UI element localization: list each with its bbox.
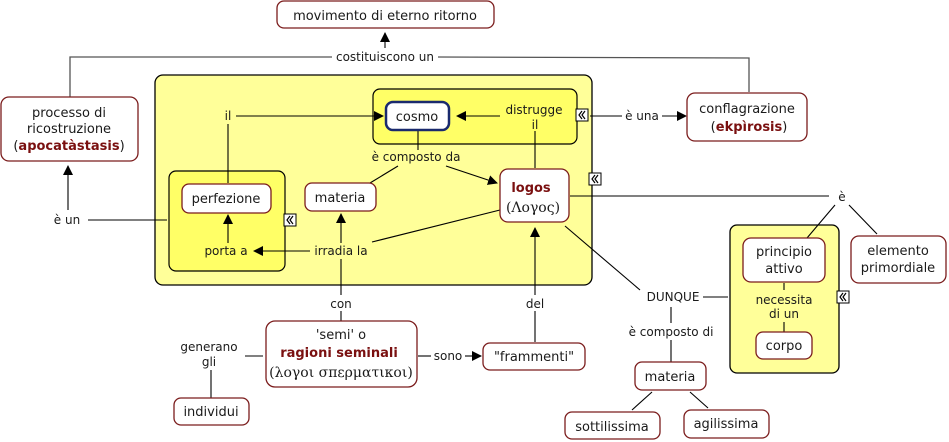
- label-con: con: [330, 297, 352, 311]
- node-movimento[interactable]: movimento di eterno ritorno: [276, 0, 495, 29]
- link-logos-dunque: [564, 225, 641, 291]
- expand-collapse-icon[interactable]: [575, 108, 589, 122]
- node-semi-greek: (λογοι σπερματικοι): [269, 365, 413, 381]
- node-materia-bottom-label: materia: [645, 370, 696, 385]
- node-conflagrazione-line2: (ekpìrosis): [711, 120, 788, 135]
- label-necessita: necessita: [756, 293, 813, 307]
- label-distrugge: distrugge: [505, 103, 562, 117]
- label-generano: generano: [180, 340, 237, 354]
- node-frammenti[interactable]: "frammenti": [482, 342, 586, 371]
- node-agilissima-label: agilissima: [694, 417, 759, 432]
- link-e-elemento: [848, 204, 878, 235]
- node-principio[interactable]: principio attivo: [742, 237, 826, 283]
- label-di-un: di un: [769, 307, 799, 321]
- label-e-un: è un: [54, 213, 80, 227]
- link-e-principio: [806, 204, 836, 239]
- link-composto-materia: [369, 165, 399, 184]
- label-e: è: [838, 190, 845, 204]
- node-principio-line1: principio: [756, 245, 812, 260]
- node-semi-emph: ragioni seminali: [280, 346, 398, 361]
- node-materia-top[interactable]: materia: [304, 182, 377, 212]
- node-individui-label: individui: [183, 405, 238, 420]
- link-logos-irradia: [371, 209, 501, 243]
- node-conflagrazione-line1: conflagrazione: [699, 102, 795, 117]
- node-materia-bottom[interactable]: materia: [634, 361, 707, 391]
- node-corpo[interactable]: corpo: [755, 331, 813, 360]
- node-logos-greek: (Λογος): [506, 200, 560, 216]
- link-composto-logos: [445, 165, 498, 185]
- node-elemento-line1: elemento: [867, 244, 929, 259]
- node-processo-line2: ricostruzione: [27, 122, 111, 137]
- node-movimento-label: movimento di eterno ritorno: [293, 9, 477, 24]
- node-processo[interactable]: processo di ricostruzione (apocatàstasis…: [0, 96, 139, 162]
- node-perfezione-label: perfezione: [192, 192, 261, 207]
- node-semi-line1: 'semi' o: [316, 328, 366, 343]
- label-costituiscono-un: costituiscono un: [336, 50, 434, 64]
- node-frammenti-label: "frammenti": [494, 350, 574, 365]
- expand-collapse-icon[interactable]: [836, 290, 850, 304]
- label-dunque: DUNQUE: [647, 290, 700, 304]
- node-cosmo[interactable]: cosmo: [384, 100, 451, 132]
- node-sottilissima-label: sottilissima: [575, 420, 649, 435]
- node-sottilissima[interactable]: sottilissima: [564, 411, 661, 440]
- link-processo-costituiscono: [69, 56, 332, 97]
- node-logos[interactable]: logos (Λογος): [499, 168, 570, 223]
- link-materia-sottilissima: [631, 391, 653, 411]
- node-principio-line2: attivo: [765, 262, 802, 277]
- expand-collapse-icon[interactable]: [588, 172, 602, 186]
- label-distrugge-il: il: [532, 118, 539, 132]
- node-semi[interactable]: 'semi' o ragioni seminali (λογοι σπερματ…: [265, 320, 418, 388]
- link-conflagrazione-costituiscono: [436, 56, 750, 92]
- label-porta-a: porta a: [204, 244, 247, 258]
- expand-collapse-icon[interactable]: [283, 213, 297, 227]
- node-individui[interactable]: individui: [173, 397, 250, 426]
- node-processo-line1: processo di: [32, 106, 106, 121]
- node-elemento[interactable]: elemento primordiale: [850, 235, 947, 284]
- label-irradia-la: irradia la: [314, 244, 367, 258]
- label-e-composto-di: è composto di: [629, 325, 714, 339]
- node-perfezione[interactable]: perfezione: [181, 183, 272, 214]
- node-agilissima[interactable]: agilissima: [683, 409, 770, 439]
- node-materia-top-label: materia: [315, 191, 366, 206]
- node-corpo-label: corpo: [766, 339, 803, 354]
- label-e-composto-da: è composto da: [372, 150, 461, 164]
- label-il: il: [225, 109, 232, 123]
- label-gli: gli: [202, 355, 216, 369]
- node-logos-label: logos: [511, 181, 551, 196]
- node-processo-line3: (apocatàstasis): [13, 139, 124, 154]
- label-del: del: [526, 297, 544, 311]
- node-conflagrazione[interactable]: conflagrazione (ekpìrosis): [686, 92, 808, 142]
- link-materia-agilissima: [689, 391, 709, 409]
- node-elemento-line2: primordiale: [861, 261, 935, 276]
- node-cosmo-label: cosmo: [396, 110, 439, 125]
- label-e-una: è una: [625, 109, 659, 123]
- label-sono: sono: [434, 349, 463, 363]
